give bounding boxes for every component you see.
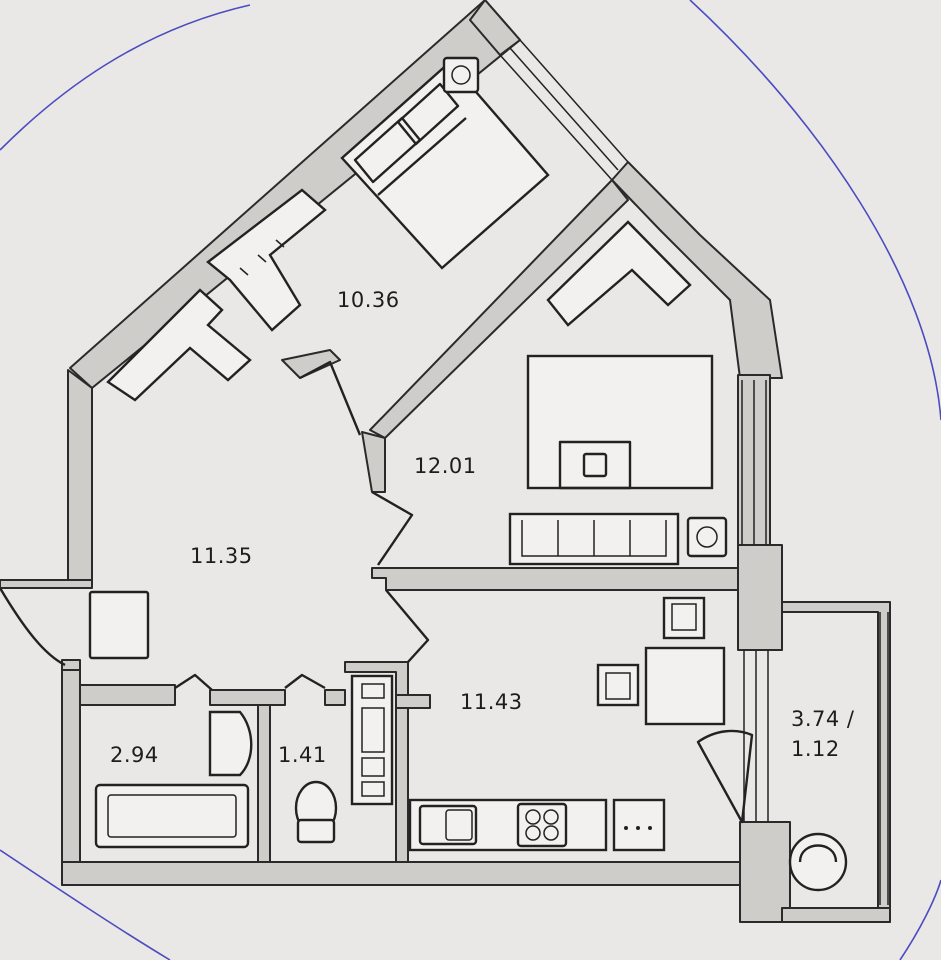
coffee-table: [558, 440, 632, 490]
living-room-area-label: 12.01: [414, 454, 477, 478]
bathroom-furniture: [94, 710, 338, 849]
counter: [408, 798, 608, 852]
bathtub: [94, 783, 250, 849]
shelf: [350, 674, 394, 806]
sink: [418, 804, 478, 846]
washbasin: [208, 710, 253, 777]
clock-stand: [686, 516, 728, 558]
rug: [526, 354, 714, 490]
hallway-furniture: [88, 590, 150, 660]
wardrobe-living: [546, 220, 692, 327]
bed: [340, 60, 550, 270]
round-chair: [788, 832, 848, 892]
hall-cabinet: [88, 590, 150, 660]
bedroom-furniture: [106, 56, 550, 402]
table: [644, 646, 726, 726]
interior-walls: [0, 179, 739, 863]
nightstand-clock: [442, 56, 480, 94]
balcony-furniture: [788, 832, 848, 892]
kitchen-furniture: [350, 596, 726, 852]
kitchen-area-label: 11.43: [460, 690, 523, 714]
fridge: [612, 798, 666, 852]
outer-walls: [61, 0, 891, 923]
clock-icon: [451, 65, 471, 85]
bathroom-area-label: 2.94: [110, 743, 159, 767]
wardrobe-left: [106, 288, 252, 402]
stove: [516, 802, 568, 848]
hallway-area-label: 11.35: [190, 544, 253, 568]
clock-icon: [696, 526, 718, 548]
doors: [0, 360, 754, 824]
bedroom-area-label: 10.36: [337, 288, 400, 312]
living-room-furniture: [508, 220, 728, 566]
wardrobe: [206, 188, 327, 332]
windows: [499, 39, 889, 905]
balcony-area-label: 3.74 / 1.12: [791, 707, 855, 761]
book-icon: [582, 452, 608, 478]
toilet-area-label: 1.41: [278, 743, 327, 767]
